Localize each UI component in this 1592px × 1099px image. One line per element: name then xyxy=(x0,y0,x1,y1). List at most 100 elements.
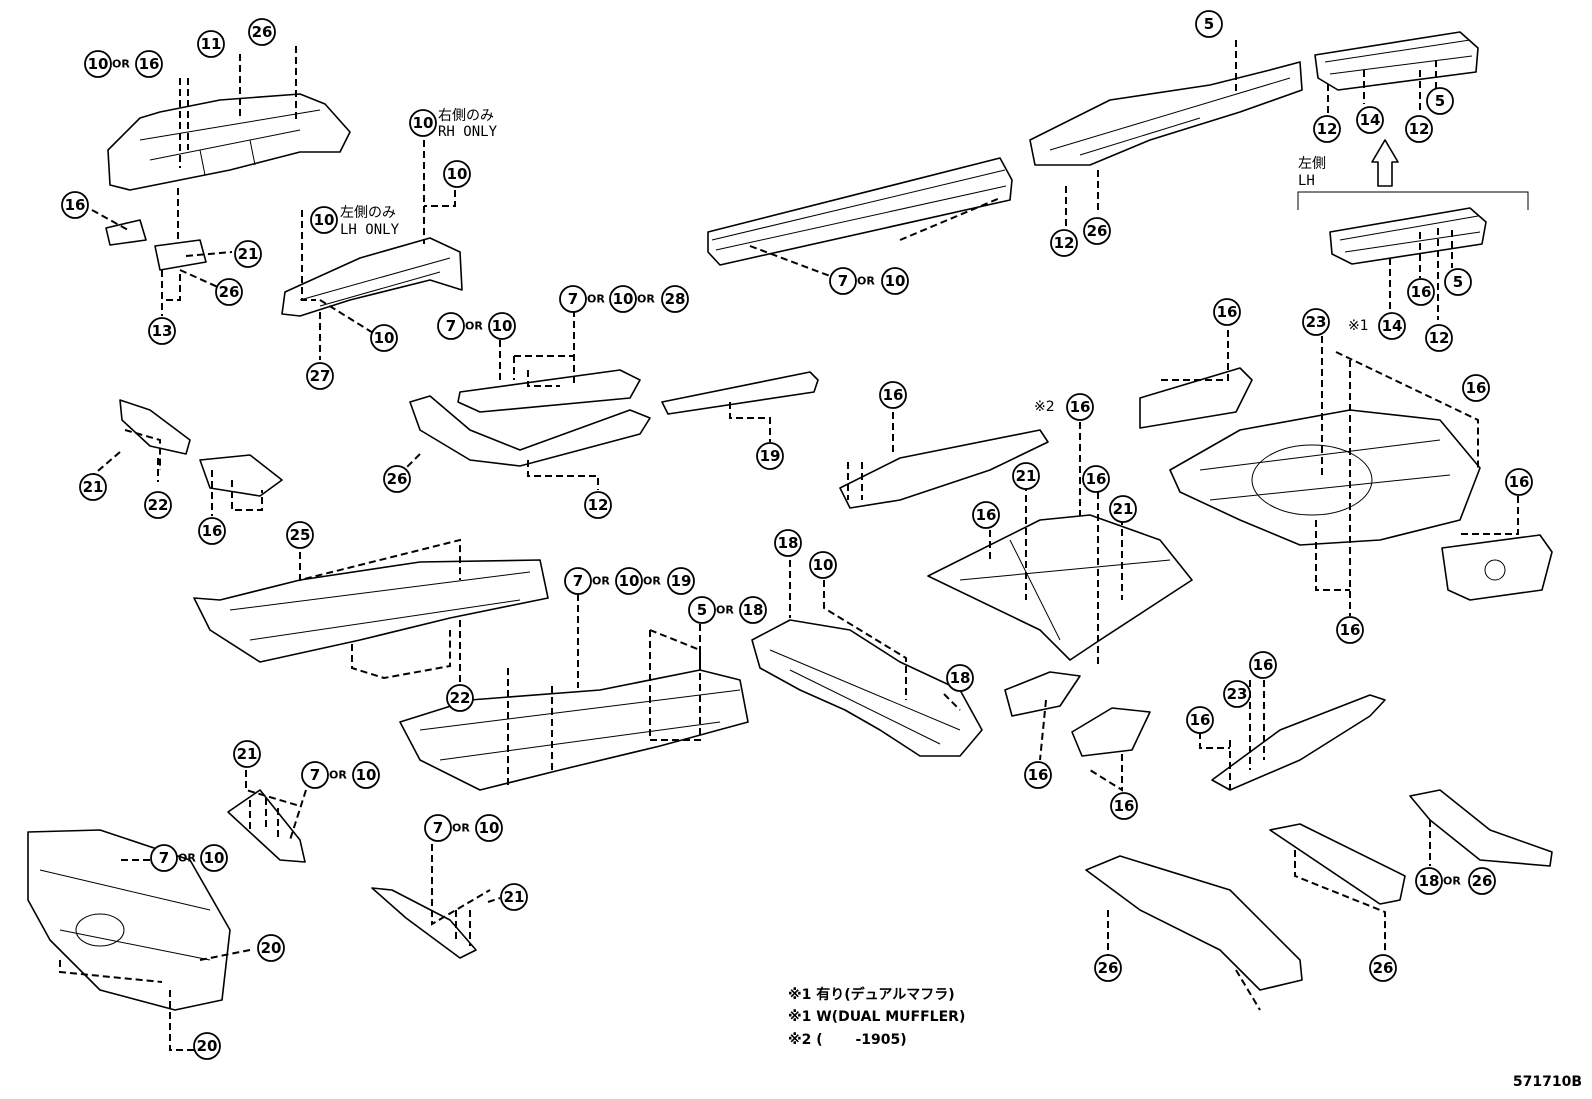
callout-number: 16 xyxy=(1070,398,1091,416)
callout-c34: 19 xyxy=(756,442,784,470)
callout-c40: 16 xyxy=(1066,393,1094,421)
callout-number: 26 xyxy=(252,23,273,41)
callout-number: 21 xyxy=(504,888,525,906)
callout-number: 16 xyxy=(65,196,86,214)
callout-c63: 16 xyxy=(1186,706,1214,734)
callout-number: 10 xyxy=(813,556,834,574)
callout-number: 7 xyxy=(446,317,456,335)
callout-c14: 5 xyxy=(1195,10,1223,38)
callout-number: 26 xyxy=(219,283,240,301)
callout-number: 23 xyxy=(1227,685,1248,703)
lh-only-en: LH ONLY xyxy=(340,222,400,238)
part-front-floor-pan xyxy=(193,559,549,663)
callout-c57: 10 xyxy=(809,551,837,579)
callout-number: 10 xyxy=(356,766,377,784)
callout-c33: 12 xyxy=(584,491,612,519)
or-label: OR xyxy=(112,58,130,71)
callout-number: 16 xyxy=(1509,473,1530,491)
callout-number: 26 xyxy=(1373,959,1394,977)
callout-number: 26 xyxy=(1098,959,1119,977)
callout-number: 23 xyxy=(1306,313,1327,331)
callout-c68: 10 xyxy=(200,844,228,872)
or-label: OR xyxy=(716,604,734,617)
callout-number: 10 xyxy=(314,211,335,229)
callout-c76: 18 xyxy=(1415,867,1443,895)
callout-c11: 10 xyxy=(310,206,338,234)
callout-c45: 21 xyxy=(1012,462,1040,490)
callout-number: 12 xyxy=(1054,234,1075,252)
callout-c36: 22 xyxy=(144,491,172,519)
part-rear-floor-pan xyxy=(1169,409,1481,546)
callout-c46: 16 xyxy=(1082,465,1110,493)
callout-c47: 16 xyxy=(972,501,1000,529)
part-cowl xyxy=(281,237,463,317)
callout-c43: 16 xyxy=(1505,468,1533,496)
callout-c23: 16 xyxy=(1407,278,1435,306)
part-outlines xyxy=(27,31,1553,1011)
footnote-2: ※1 W(DUAL MUFFLER) xyxy=(788,1009,965,1025)
callout-c39: 16 xyxy=(1213,298,1241,326)
lh-jp: 左側 xyxy=(1298,156,1326,172)
or-label: OR xyxy=(587,293,605,306)
callout-c06: 21 xyxy=(234,240,262,268)
callout-c30: 10 xyxy=(609,285,637,313)
callout-number: 12 xyxy=(1429,329,1450,347)
callout-number: 22 xyxy=(450,689,471,707)
callout-number: 10 xyxy=(613,290,634,308)
part-rear-side-member xyxy=(1029,61,1303,166)
callout-c71: 7 xyxy=(424,814,452,842)
callout-c41: 23 xyxy=(1302,308,1330,336)
callout-number: 14 xyxy=(1382,317,1403,335)
rh-only-jp: 右側のみ xyxy=(438,108,494,124)
callout-c58: 18 xyxy=(946,664,974,692)
callout-number: 19 xyxy=(760,447,781,465)
callout-number: 14 xyxy=(1360,111,1381,129)
callout-number: 22 xyxy=(148,496,169,514)
callout-c66: 10 xyxy=(352,761,380,789)
callout-c67: 7 xyxy=(150,844,178,872)
callout-number: 7 xyxy=(573,572,583,590)
callout-c01: 10 xyxy=(84,50,112,78)
callout-c60: 16 xyxy=(1110,792,1138,820)
callout-c72: 10 xyxy=(475,814,503,842)
callout-number: 11 xyxy=(201,35,222,53)
callout-number: 25 xyxy=(290,526,311,544)
callout-c05: 16 xyxy=(61,191,89,219)
callout-number: 18 xyxy=(743,601,764,619)
callout-number: 16 xyxy=(1114,797,1135,815)
callout-c08: 13 xyxy=(148,317,176,345)
callout-number: 21 xyxy=(237,745,258,763)
callout-number: 16 xyxy=(1253,656,1274,674)
or-label: OR xyxy=(643,575,661,588)
or-label: OR xyxy=(329,769,347,782)
callout-c27: 7 xyxy=(437,312,465,340)
callout-number: 16 xyxy=(1086,470,1107,488)
callout-c50: 22 xyxy=(446,684,474,712)
callout-c04: 26 xyxy=(248,18,276,46)
callout-c16: 26 xyxy=(1083,217,1111,245)
callout-number: 26 xyxy=(1087,222,1108,240)
callout-c12: 10 xyxy=(370,324,398,352)
leader-lines xyxy=(59,40,1519,1051)
callout-c77: 26 xyxy=(1468,867,1496,895)
part-dash-panel xyxy=(27,829,231,1011)
footnotes: ※1 有り(デュアルマフラ) ※1 W(DUAL MUFFLER) ※2 ( -… xyxy=(788,986,965,1048)
callout-number: 20 xyxy=(197,1037,218,1055)
callout-number: 26 xyxy=(1472,872,1493,890)
callout-number: 28 xyxy=(665,290,686,308)
callout-c20: 14 xyxy=(1356,106,1384,134)
callout-number: 16 xyxy=(1217,303,1238,321)
callout-number: 5 xyxy=(1204,15,1214,33)
callout-c59: 16 xyxy=(1024,761,1052,789)
callout-number: 16 xyxy=(202,522,223,540)
callout-c56: 18 xyxy=(774,529,802,557)
callout-c24: 5 xyxy=(1444,268,1472,296)
callout-number: 5 xyxy=(1453,273,1463,291)
callout-number: 5 xyxy=(1435,92,1445,110)
callout-number: 16 xyxy=(976,506,997,524)
or-label: OR xyxy=(178,852,196,865)
callout-c62: 23 xyxy=(1223,680,1251,708)
lh-en: LH xyxy=(1298,173,1315,189)
callout-c02: 16 xyxy=(135,50,163,78)
callout-number: 18 xyxy=(778,534,799,552)
